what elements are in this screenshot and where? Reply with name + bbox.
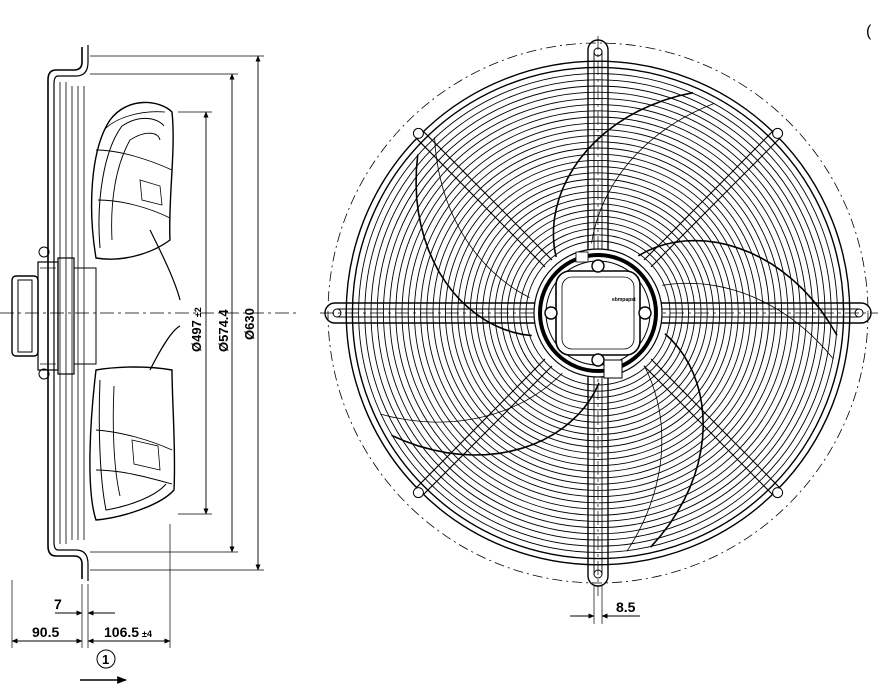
horizontal-dimensions	[11, 524, 171, 648]
strut-edge	[650, 137, 781, 268]
hub-logo: ebmpapst	[612, 297, 636, 303]
guard-ring	[426, 141, 770, 485]
lower-blade	[89, 325, 181, 521]
strut-edge	[422, 365, 553, 496]
strut-edge	[422, 130, 553, 261]
guard-struts	[412, 127, 784, 499]
guard-ring	[407, 122, 789, 504]
blade-edge	[434, 137, 530, 298]
motor-hub: ebmpapst	[533, 248, 663, 379]
dim-d497-label: Ø497±2	[189, 307, 204, 352]
guard-ring	[519, 234, 677, 392]
strut-edge	[643, 130, 774, 261]
guard-ring	[463, 178, 733, 448]
guard-rings	[345, 60, 851, 566]
guard-ring	[382, 97, 814, 529]
impeller-blades	[380, 91, 838, 552]
guard-ring	[389, 104, 807, 522]
dim-d574-label: Ø574.4	[216, 309, 231, 352]
upper-blade	[90, 101, 181, 301]
guard-ring	[457, 172, 739, 454]
guard-ring	[451, 166, 745, 460]
guard-ring	[513, 228, 683, 398]
guard-ring	[345, 60, 851, 566]
mounting-plate	[47, 45, 89, 581]
strut-end	[412, 487, 424, 499]
dim-8-label: 8.5	[616, 599, 636, 615]
strut-end	[772, 487, 784, 499]
dim-90-label: 90.5	[32, 624, 59, 640]
blade-edge	[380, 372, 563, 423]
side-view: Ø497±2 Ø574.4 Ø630 7 90.5 106.5±4 1	[0, 45, 300, 684]
guard-ring	[482, 197, 714, 429]
blade-edge	[415, 154, 532, 337]
guard-ring	[358, 73, 838, 553]
airflow-marker: 1	[80, 649, 127, 684]
guard-ring	[475, 190, 721, 436]
strut-edge	[415, 358, 546, 489]
guard-ring	[370, 85, 826, 541]
blade-edge	[552, 91, 694, 258]
strut-edge	[415, 137, 546, 268]
guard-ring	[469, 184, 727, 442]
dim-d630-label: Ø630	[242, 308, 257, 340]
blade-edge	[662, 282, 834, 360]
motor-housing	[11, 246, 97, 380]
dim-7-label: 7	[54, 596, 62, 612]
blade-edge	[391, 382, 600, 456]
guard-ring	[432, 147, 764, 479]
corner-mark: (	[866, 23, 872, 40]
guard-ring	[364, 79, 832, 547]
blade-edge	[649, 333, 705, 548]
outer-dashed-circle	[327, 42, 869, 584]
blade-edge	[637, 239, 838, 336]
guard-ring	[395, 110, 801, 516]
guard-ring	[376, 91, 820, 535]
guard-ring	[438, 153, 758, 473]
vertical-dimensions	[90, 55, 264, 571]
guard-ring	[488, 203, 708, 423]
strut-edge	[650, 358, 781, 489]
strut-end	[412, 127, 424, 139]
dim-106-label: 106.5±4	[104, 624, 152, 640]
blade-edge	[591, 102, 715, 244]
strut-edge	[643, 365, 774, 496]
guard-ring	[444, 159, 752, 467]
guard-ring	[420, 135, 776, 491]
strut-end	[772, 127, 784, 139]
rail-width-dimension	[570, 586, 640, 624]
guard-ring	[494, 209, 702, 417]
guard-ring	[401, 116, 795, 510]
front-view: ebmpapst 8.5	[320, 36, 878, 624]
blade-edge	[626, 365, 663, 552]
airflow-label: 1	[102, 652, 109, 667]
guard-ring	[506, 221, 690, 405]
guard-ring	[413, 128, 783, 498]
guard-ring	[351, 66, 845, 560]
